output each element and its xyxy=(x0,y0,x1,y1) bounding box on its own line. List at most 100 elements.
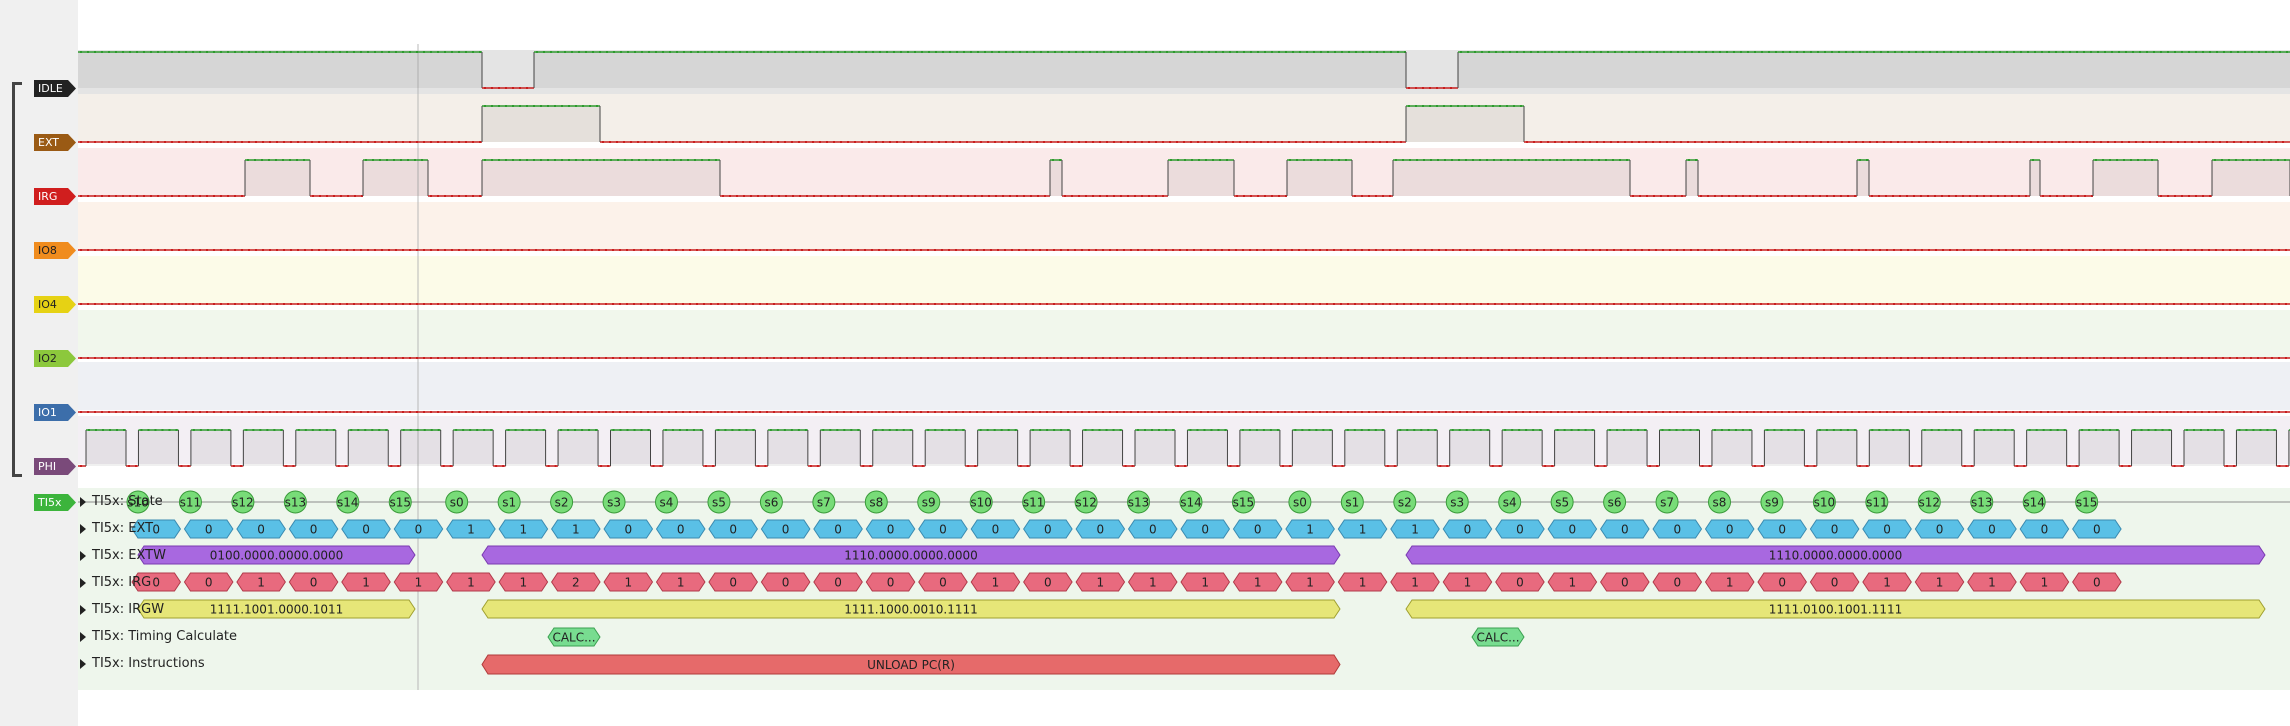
irg-cell-11[interactable]: 0 xyxy=(708,572,759,592)
irg-cell-8[interactable]: 2 xyxy=(550,572,601,592)
state-bubble-17[interactable]: s11 xyxy=(1022,490,1046,514)
ext-cell-15[interactable]: 0 xyxy=(918,519,968,539)
ext-cell-19[interactable]: 0 xyxy=(1127,519,1178,539)
ext-cell-29[interactable]: 0 xyxy=(1652,519,1703,539)
row-label-timing[interactable]: TI5x: Timing Calculate xyxy=(80,628,237,646)
irg-cell-29[interactable]: 0 xyxy=(1652,572,1703,592)
irg-cell-30[interactable]: 1 xyxy=(1704,572,1755,592)
state-bubble-25[interactable]: s3 xyxy=(1445,490,1469,514)
state-bubble-4[interactable]: s14 xyxy=(336,490,360,514)
state-bubble-34[interactable]: s12 xyxy=(1917,490,1941,514)
irg-cell-6[interactable]: 1 xyxy=(446,572,496,592)
ext-cell-16[interactable]: 0 xyxy=(970,519,1021,539)
state-bubble-37[interactable]: s15 xyxy=(2075,490,2099,514)
irg-cell-3[interactable]: 0 xyxy=(288,572,339,592)
irg-cell-31[interactable]: 0 xyxy=(1757,572,1808,592)
irg-cell-19[interactable]: 1 xyxy=(1127,572,1178,592)
ext-cell-18[interactable]: 0 xyxy=(1075,519,1126,539)
irg-cell-9[interactable]: 1 xyxy=(603,572,654,592)
state-bubble-31[interactable]: s9 xyxy=(1760,490,1784,514)
state-bubble-21[interactable]: s15 xyxy=(1231,490,1255,514)
irg-cell-24[interactable]: 1 xyxy=(1390,572,1440,592)
irg-cell-23[interactable]: 1 xyxy=(1337,572,1388,592)
signal-tag-io4[interactable]: IO4 xyxy=(34,296,76,313)
timing-calc-0[interactable]: CALC... xyxy=(547,627,601,647)
ext-cell-13[interactable]: 0 xyxy=(813,519,863,539)
ext-cell-8[interactable]: 1 xyxy=(550,519,601,539)
irg-cell-18[interactable]: 1 xyxy=(1075,572,1126,592)
row-label-ext[interactable]: TI5x: EXT xyxy=(80,520,153,538)
irg-cell-2[interactable]: 1 xyxy=(236,572,286,592)
irg-cell-35[interactable]: 1 xyxy=(1967,572,2017,592)
extw-bar-1[interactable]: 1110.0000.0000.0000 xyxy=(481,545,1341,565)
instruction-0[interactable]: UNLOAD PC(R) xyxy=(481,654,1341,675)
irg-cell-33[interactable]: 1 xyxy=(1862,572,1912,592)
ext-cell-22[interactable]: 1 xyxy=(1285,519,1335,539)
ext-cell-24[interactable]: 1 xyxy=(1390,519,1440,539)
ext-cell-32[interactable]: 0 xyxy=(1809,519,1860,539)
state-bubble-11[interactable]: s5 xyxy=(707,490,731,514)
ext-cell-4[interactable]: 0 xyxy=(341,519,391,539)
expand-triangle-icon[interactable] xyxy=(80,550,86,561)
ext-cell-36[interactable]: 0 xyxy=(2019,519,2070,539)
row-label-extw[interactable]: TI5x: EXTW xyxy=(80,547,166,565)
extw-bar-0[interactable]: 0100.0000.0000.0000 xyxy=(137,545,416,565)
state-bubble-29[interactable]: s7 xyxy=(1655,490,1679,514)
ext-cell-30[interactable]: 0 xyxy=(1704,519,1755,539)
state-bubble-35[interactable]: s13 xyxy=(1970,490,1994,514)
state-bubble-6[interactable]: s0 xyxy=(445,490,469,514)
ext-cell-9[interactable]: 0 xyxy=(603,519,654,539)
state-bubble-2[interactable]: s12 xyxy=(231,490,255,514)
state-bubble-27[interactable]: s5 xyxy=(1550,490,1574,514)
ext-cell-31[interactable]: 0 xyxy=(1757,519,1808,539)
expand-triangle-icon[interactable] xyxy=(80,631,86,642)
ext-cell-11[interactable]: 0 xyxy=(708,519,759,539)
state-bubble-13[interactable]: s7 xyxy=(812,490,836,514)
irg-cell-16[interactable]: 1 xyxy=(970,572,1021,592)
ext-cell-14[interactable]: 0 xyxy=(865,519,916,539)
ext-cell-1[interactable]: 0 xyxy=(183,519,234,539)
extw-bar-2[interactable]: 1110.0000.0000.0000 xyxy=(1405,545,2266,565)
irg-cell-4[interactable]: 1 xyxy=(341,572,391,592)
irg-cell-15[interactable]: 0 xyxy=(918,572,968,592)
signal-tag-phi[interactable]: PHI xyxy=(34,458,76,475)
signal-tag-io8[interactable]: IO8 xyxy=(34,242,76,259)
state-bubble-24[interactable]: s2 xyxy=(1393,490,1417,514)
ext-cell-27[interactable]: 0 xyxy=(1547,519,1598,539)
ext-cell-3[interactable]: 0 xyxy=(288,519,339,539)
ext-cell-20[interactable]: 0 xyxy=(1180,519,1231,539)
ext-cell-26[interactable]: 0 xyxy=(1495,519,1545,539)
signal-tag-irg[interactable]: IRG xyxy=(34,188,76,205)
irg-cell-21[interactable]: 1 xyxy=(1232,572,1283,592)
state-bubble-32[interactable]: s10 xyxy=(1812,490,1836,514)
timing-calc-1[interactable]: CALC... xyxy=(1471,627,1525,647)
irg-cell-26[interactable]: 0 xyxy=(1495,572,1545,592)
ext-cell-2[interactable]: 0 xyxy=(236,519,286,539)
irg-cell-27[interactable]: 1 xyxy=(1547,572,1598,592)
ext-cell-25[interactable]: 0 xyxy=(1442,519,1493,539)
expand-triangle-icon[interactable] xyxy=(80,496,86,507)
irg-cell-28[interactable]: 0 xyxy=(1599,572,1650,592)
ext-cell-6[interactable]: 1 xyxy=(446,519,496,539)
state-bubble-12[interactable]: s6 xyxy=(759,490,783,514)
irg-cell-7[interactable]: 1 xyxy=(498,572,549,592)
irg-cell-20[interactable]: 1 xyxy=(1180,572,1231,592)
state-bubble-7[interactable]: s1 xyxy=(497,490,521,514)
expand-triangle-icon[interactable] xyxy=(80,658,86,669)
irg-cell-5[interactable]: 1 xyxy=(393,572,444,592)
state-bubble-15[interactable]: s9 xyxy=(917,490,941,514)
state-bubble-18[interactable]: s12 xyxy=(1074,490,1098,514)
signal-tag-io2[interactable]: IO2 xyxy=(34,350,76,367)
irg-cell-37[interactable]: 0 xyxy=(2072,572,2122,592)
state-bubble-5[interactable]: s15 xyxy=(388,490,412,514)
irg-cell-22[interactable]: 1 xyxy=(1285,572,1335,592)
ext-cell-35[interactable]: 0 xyxy=(1967,519,2017,539)
expand-triangle-icon[interactable] xyxy=(80,523,86,534)
state-bubble-16[interactable]: s10 xyxy=(969,490,993,514)
state-bubble-20[interactable]: s14 xyxy=(1179,490,1203,514)
signal-tag-io1[interactable]: IO1 xyxy=(34,404,76,421)
ext-cell-7[interactable]: 1 xyxy=(498,519,549,539)
state-bubble-28[interactable]: s6 xyxy=(1603,490,1627,514)
state-bubble-22[interactable]: s0 xyxy=(1288,490,1312,514)
row-label-instr[interactable]: TI5x: Instructions xyxy=(80,655,205,673)
